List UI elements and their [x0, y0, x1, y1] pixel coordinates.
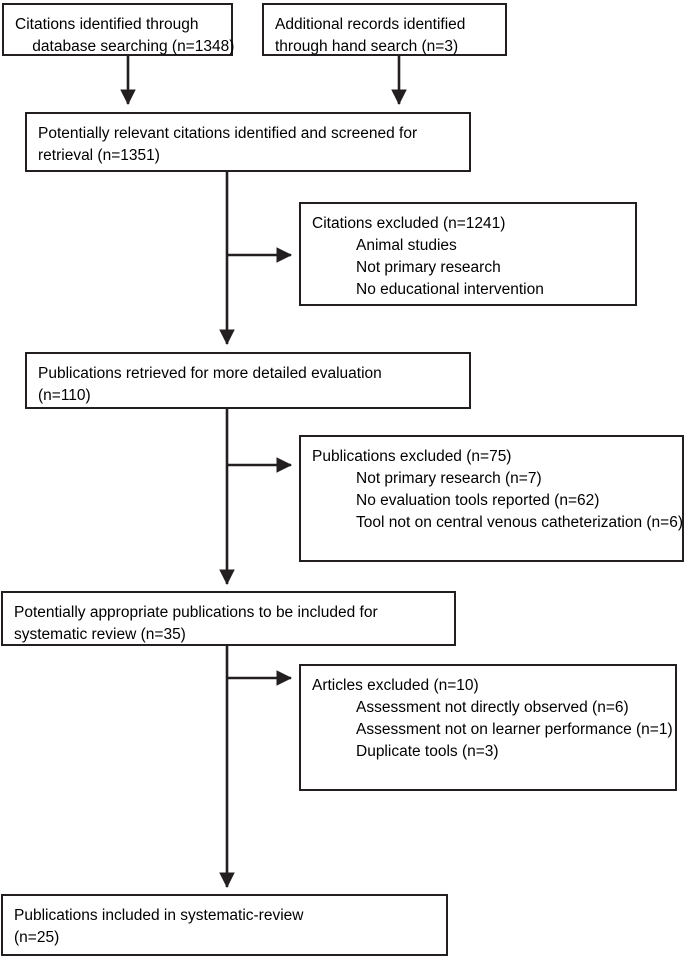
exclusion-reason: Tool not on central venous catheterizati… [356, 514, 683, 531]
box-line: Potentially relevant citations identifie… [38, 125, 418, 142]
box-line: Potentially appropriate publications to … [14, 604, 378, 621]
box-additional-records-hand-search: Additional records identified through ha… [262, 3, 507, 56]
box-citations-excluded: Citations excluded (n=1241) Animal studi… [299, 202, 637, 306]
box-line: Citations identified through [15, 16, 199, 33]
box-line: (n=25) [14, 929, 60, 946]
exclusion-reason: No educational intervention [356, 281, 544, 298]
exclusion-reason: Assessment not on learner performance (n… [356, 721, 673, 738]
box-publications-retrieved: Publications retrieved for more detailed… [25, 352, 471, 409]
box-line: retrieval (n=1351) [38, 147, 160, 164]
exclusion-reason: Not primary research [356, 259, 501, 276]
box-line: through hand search (n=3) [275, 38, 459, 55]
exclusion-reason: No evaluation tools reported (n=62) [356, 492, 600, 509]
exclusion-reason: Duplicate tools (n=3) [356, 743, 499, 760]
exclusion-reason: Not primary research (n=7) [356, 470, 542, 487]
box-line: systematic review (n=35) [14, 626, 186, 643]
box-publications-excluded: Publications excluded (n=75) Not primary… [299, 435, 684, 562]
box-citations-screened: Potentially relevant citations identifie… [25, 112, 471, 172]
box-line: Publications retrieved for more detailed… [38, 365, 382, 382]
box-line: database searching (n=1348) [28, 38, 235, 55]
exclusion-reason: Assessment not directly observed (n=6) [356, 699, 629, 716]
box-line: (n=110) [38, 387, 91, 404]
exclusion-heading: Citations excluded (n=1241) [312, 215, 506, 232]
box-citations-identified-database-searching: Citations identified through database se… [2, 3, 235, 56]
exclusion-heading: Articles excluded (n=10) [312, 677, 479, 694]
box-line: Additional records identified [275, 16, 466, 33]
box-articles-excluded: Articles excluded (n=10) Assessment not … [299, 664, 677, 791]
box-publications-included: Publications included in systematic-revi… [1, 894, 448, 956]
box-line: Publications included in systematic-revi… [14, 907, 304, 924]
exclusion-heading: Publications excluded (n=75) [312, 448, 512, 465]
box-publications-appropriate-for-review: Potentially appropriate publications to … [1, 591, 456, 646]
exclusion-reason: Animal studies [356, 237, 457, 254]
